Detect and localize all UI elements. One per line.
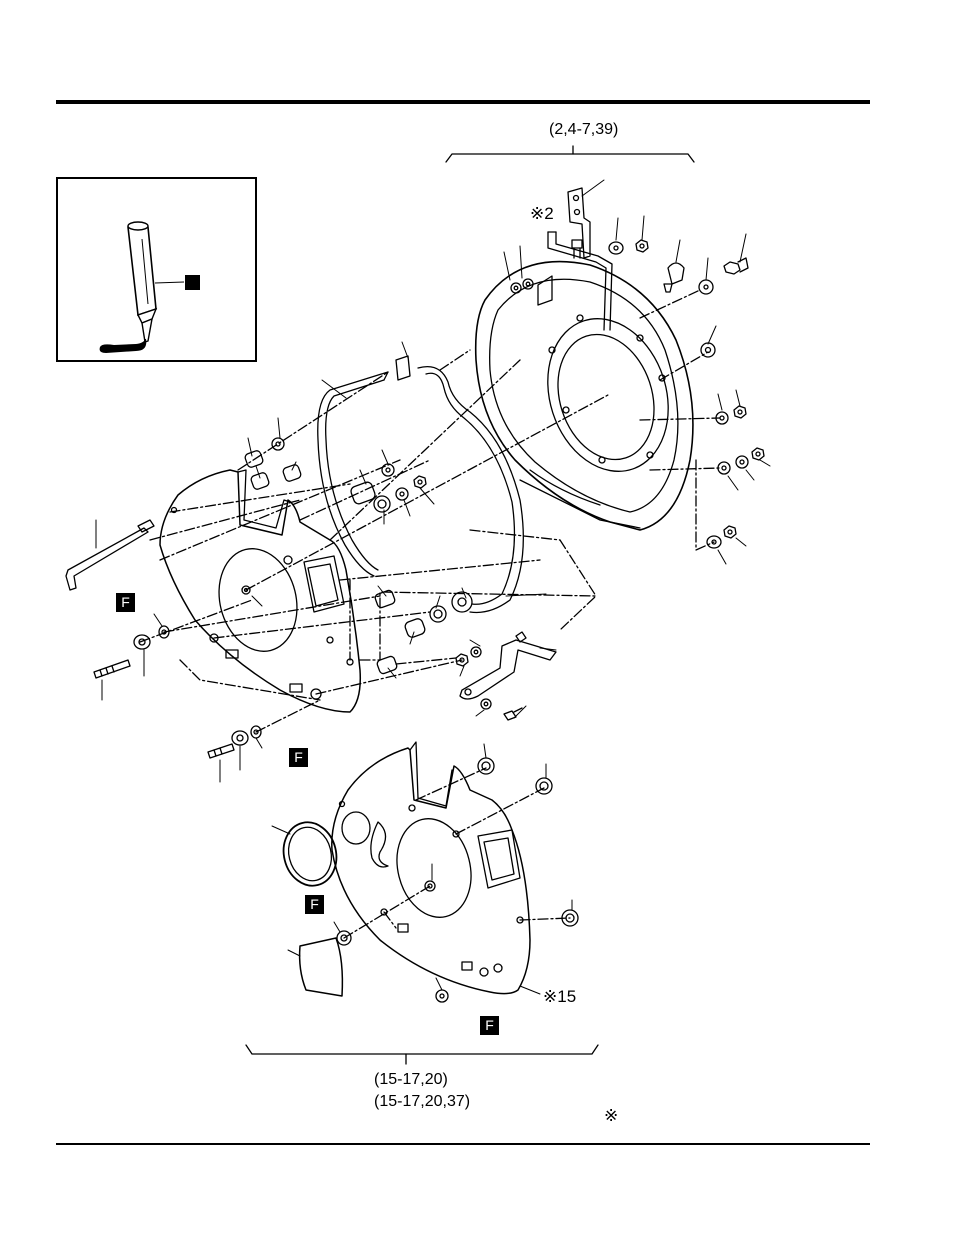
lower-phantom-lines — [344, 768, 570, 938]
housing-stay-bracket — [538, 232, 612, 330]
callout-leaders — [96, 180, 770, 994]
f-badge-middle: F — [289, 748, 308, 767]
bracket-bolt — [572, 240, 582, 258]
upper-group-bracket — [446, 146, 694, 162]
lower-group-ref-a: (15-17,20) — [374, 1070, 448, 1090]
footnote-mark: ※ — [604, 1106, 618, 1126]
lower-shroud-plate — [332, 742, 530, 994]
f-badge-lower: F — [305, 895, 324, 914]
rubber-collars — [244, 438, 472, 675]
mark-2-label: ※2 — [530, 204, 554, 224]
lower-group-bracket — [246, 1045, 598, 1064]
f-badge-left: F — [116, 593, 135, 612]
right-phantom-lines — [640, 290, 720, 550]
lever-rod — [66, 520, 154, 590]
mark-15-label: ※15 — [543, 987, 576, 1007]
foam-pad — [300, 938, 343, 996]
upper-group-ref: (2,4-7,39) — [549, 120, 618, 140]
left-studs-washers — [94, 626, 261, 758]
lower-grommets — [337, 758, 578, 1002]
center-phantom-lines — [140, 350, 608, 732]
seal-strip-left — [318, 356, 410, 576]
lower-link-bracket — [456, 632, 556, 720]
lower-group-ref-b: (15-17,20,37) — [374, 1092, 470, 1112]
f-badge-bottom: F — [480, 1016, 499, 1035]
